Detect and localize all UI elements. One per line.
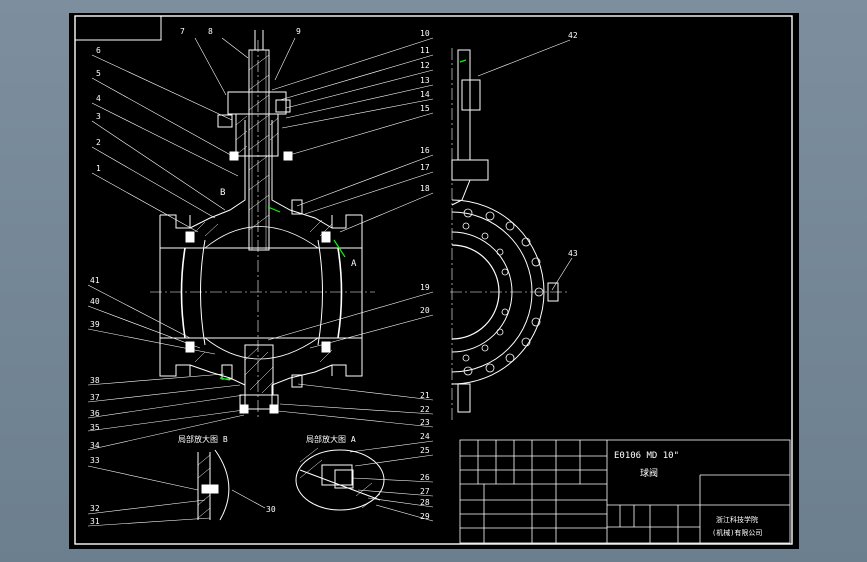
balloon-23: 23 <box>420 418 430 427</box>
balloon-26: 26 <box>420 473 430 482</box>
balloon-21: 21 <box>420 391 430 400</box>
balloon-41: 41 <box>90 276 100 285</box>
detail-view-a <box>295 447 385 511</box>
side-view <box>450 48 570 420</box>
balloon-11: 11 <box>420 46 430 55</box>
balloon-24: 24 <box>420 432 430 441</box>
balloon-19: 19 <box>420 283 430 292</box>
title-block <box>459 439 791 544</box>
balloon-3: 3 <box>96 112 101 121</box>
company-name: 浙江科技学院 <box>716 515 758 524</box>
leader-lines-left <box>87 37 296 527</box>
balloon-35: 35 <box>90 423 100 432</box>
balloon-10: 10 <box>420 29 430 38</box>
balloon-14: 14 <box>420 90 430 99</box>
detail-b-label: 局部放大图 B <box>178 434 228 444</box>
detail-a-label: 局部放大图 A <box>306 434 356 444</box>
company-name-line2: (机械)有限公司 <box>712 528 762 537</box>
balloon-22: 22 <box>420 405 430 414</box>
section-mark-a: A <box>351 259 357 269</box>
balloon-15: 15 <box>420 104 430 113</box>
drawing-border <box>74 15 793 545</box>
balloon-16: 16 <box>420 146 430 155</box>
balloon-5: 5 <box>96 69 101 78</box>
balloon-2: 2 <box>96 138 101 147</box>
balloon-12: 12 <box>420 61 430 70</box>
balloon-13: 13 <box>420 76 430 85</box>
balloon-32: 32 <box>90 504 100 513</box>
drawing-number: E0106 MD 10" <box>614 451 679 461</box>
side-view-bolt-holes <box>462 208 544 376</box>
balloon-38: 38 <box>90 376 100 385</box>
balloon-31: 31 <box>90 517 100 526</box>
balloon-1: 1 <box>96 164 101 173</box>
balloon-42: 42 <box>568 31 578 40</box>
balloon-36: 36 <box>90 409 100 418</box>
drawing-name: 球阀 <box>640 467 658 479</box>
balloon-37: 37 <box>90 393 100 402</box>
balloon-30: 30 <box>266 505 276 514</box>
balloon-40: 40 <box>90 297 100 306</box>
balloon-6: 6 <box>96 46 101 55</box>
balloon-4: 4 <box>96 94 101 103</box>
balloon-18: 18 <box>420 184 430 193</box>
balloons-left: 7 8 9 6 5 4 3 2 1 41 40 39 38 37 36 35 3… <box>90 27 301 526</box>
balloon-33: 33 <box>90 456 100 465</box>
balloons-right: 10 11 12 13 14 15 16 17 18 19 20 21 22 2… <box>266 29 578 521</box>
balloon-28: 28 <box>420 498 430 507</box>
top-left-box <box>74 15 162 41</box>
balloon-27: 27 <box>420 487 430 496</box>
balloon-7: 7 <box>180 27 185 36</box>
balloon-25: 25 <box>420 446 430 455</box>
balloon-34: 34 <box>90 441 100 450</box>
drawing-background <box>69 13 799 549</box>
leader-lines-right <box>231 37 573 522</box>
balloon-29: 29 <box>420 512 430 521</box>
balloon-39: 39 <box>90 320 100 329</box>
balloon-17: 17 <box>420 163 430 172</box>
green-marks <box>219 59 467 381</box>
balloon-8: 8 <box>208 27 213 36</box>
front-section-view <box>150 30 375 420</box>
balloon-9: 9 <box>296 27 301 36</box>
section-mark-b: B <box>220 188 225 198</box>
balloon-20: 20 <box>420 306 430 315</box>
balloon-43: 43 <box>568 249 578 258</box>
detail-view-b <box>197 449 230 521</box>
